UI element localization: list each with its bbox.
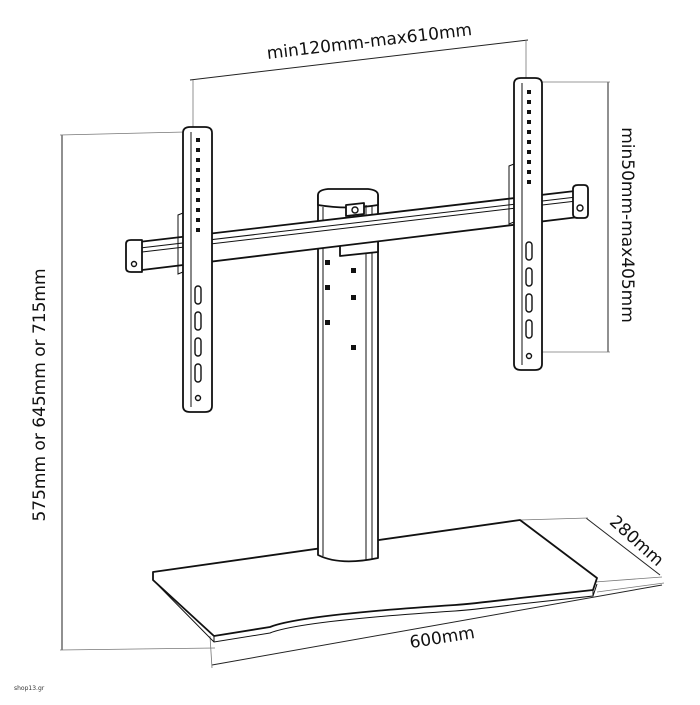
right-vesa-arm — [508, 77, 543, 371]
right-arm-holes — [525, 90, 533, 360]
base-depth-dimension — [519, 517, 663, 583]
left-arm-holes — [194, 138, 202, 402]
width-range-label: min120mm-max610mm — [266, 20, 473, 64]
watermark: shop13.gr — [14, 685, 45, 692]
column-holes — [325, 260, 356, 350]
base-width-label: 600mm — [408, 623, 476, 653]
overall-height-dimension — [59, 131, 216, 651]
overall-height-label: 575mm or 645mm or 715mm — [30, 268, 50, 521]
width-dimension — [189, 39, 529, 128]
height-range-label: min50mm-max405mm — [617, 127, 637, 323]
left-vesa-arm — [177, 126, 213, 413]
crossbar — [125, 184, 589, 273]
height-range-dimension — [540, 81, 610, 353]
base-depth-label: 280mm — [605, 512, 667, 571]
base-plate — [152, 519, 598, 643]
base-width-dimension — [209, 582, 665, 669]
